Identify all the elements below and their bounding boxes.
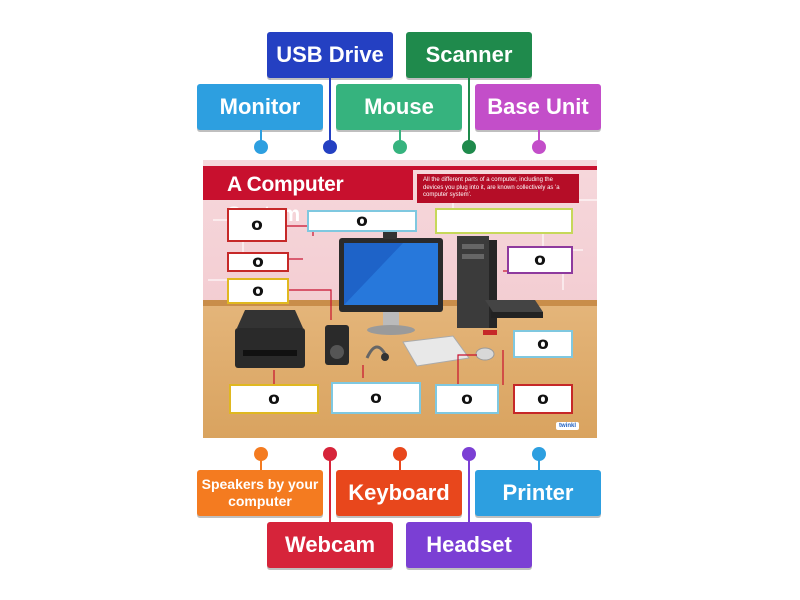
- label-printer-text: Printer: [502, 480, 574, 505]
- label-monitor-text: Monitor: [219, 94, 301, 119]
- label-usb-drive[interactable]: USB Drive: [267, 32, 393, 78]
- label-base-unit-text: Base Unit: [487, 94, 589, 119]
- poster-title: A Computer System: [203, 170, 413, 226]
- label-speakers-text: Speakers by your computer: [201, 476, 319, 509]
- pin-stem-webcam: [329, 454, 331, 522]
- pin-scanner[interactable]: [462, 140, 476, 154]
- drop-box[interactable]: o: [227, 278, 289, 304]
- pin-stem-usb-drive: [329, 78, 331, 142]
- poster-illustration: [203, 179, 597, 389]
- drop-box[interactable]: o: [435, 384, 499, 414]
- drop-box[interactable]: o: [227, 252, 289, 272]
- label-printer[interactable]: Printer: [475, 470, 601, 516]
- pin-stem-base-unit: [538, 130, 540, 142]
- label-scanner[interactable]: Scanner: [406, 32, 532, 78]
- pin-usb-drive[interactable]: [323, 140, 337, 154]
- pin-mouse[interactable]: [393, 140, 407, 154]
- pin-stem-speakers: [260, 454, 262, 470]
- label-mouse-text: Mouse: [364, 94, 434, 119]
- label-monitor[interactable]: Monitor: [197, 84, 323, 130]
- printer-illustration: [235, 310, 305, 368]
- label-headset-text: Headset: [426, 532, 512, 557]
- label-keyboard[interactable]: Keyboard: [336, 470, 462, 516]
- monitor-illustration: [339, 238, 443, 335]
- base-unit-illustration: [457, 236, 497, 328]
- label-base-unit[interactable]: Base Unit: [475, 84, 601, 130]
- title-bar-strip: [203, 166, 597, 170]
- pin-monitor[interactable]: [254, 140, 268, 154]
- drop-box[interactable]: o: [331, 382, 421, 414]
- drop-box[interactable]: o: [229, 384, 319, 414]
- pin-stem-headset: [468, 454, 470, 522]
- pin-stem-scanner: [468, 78, 470, 142]
- label-keyboard-text: Keyboard: [348, 480, 450, 505]
- pin-stem-keyboard: [399, 454, 401, 470]
- drop-box[interactable]: o: [507, 246, 573, 274]
- label-webcam[interactable]: Webcam: [267, 522, 393, 568]
- twinkl-logo: twinkl: [555, 422, 579, 430]
- computer-system-poster: A Computer System All the different part…: [203, 160, 597, 438]
- label-scanner-text: Scanner: [425, 42, 513, 67]
- label-usb-drive-text: USB Drive: [276, 42, 384, 67]
- drop-box[interactable]: o: [227, 208, 287, 242]
- pin-stem-mouse: [399, 130, 401, 142]
- pin-stem-printer: [538, 454, 540, 470]
- drop-box[interactable]: o: [513, 384, 573, 414]
- label-mouse[interactable]: Mouse: [336, 84, 462, 130]
- pin-base-unit[interactable]: [532, 140, 546, 154]
- label-webcam-text: Webcam: [284, 532, 376, 557]
- label-speakers[interactable]: Speakers by your computer: [197, 470, 323, 516]
- poster-intro: All the different parts of a computer, i…: [417, 174, 579, 203]
- label-headset[interactable]: Headset: [406, 522, 532, 568]
- drop-box: [435, 208, 573, 234]
- drop-box[interactable]: o: [307, 210, 417, 232]
- pin-stem-monitor: [260, 130, 262, 142]
- drop-box[interactable]: o: [513, 330, 573, 358]
